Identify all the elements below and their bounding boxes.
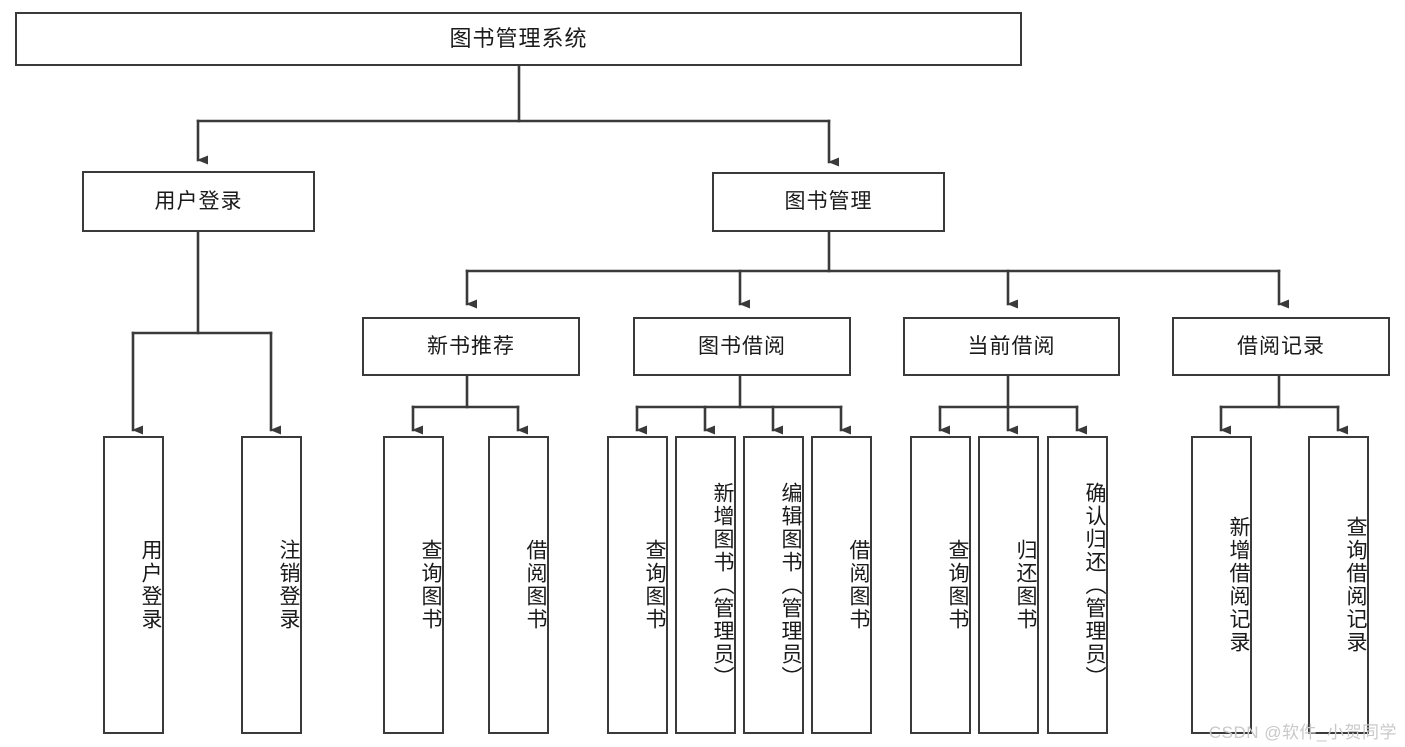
node-label: 图书借阅 (698, 334, 786, 358)
node-borrowing-record[interactable]: 借阅记录 (1172, 317, 1390, 376)
node-label: 用户登录 (154, 189, 243, 213)
node-label: 查询图书 (419, 539, 442, 631)
node-label: 查询图书 (946, 539, 969, 631)
node-label: 编辑图书（管理员） (779, 481, 802, 689)
leaf-user-login[interactable]: 用户登录 (103, 436, 164, 734)
leaf-record-add-borrow-record[interactable]: 新增借阅记录 (1191, 436, 1252, 734)
leaf-borrowing-query-book[interactable]: 查询图书 (607, 436, 668, 734)
node-label: 图书管理系统 (449, 25, 588, 51)
node-label: 查询借阅记录 (1344, 516, 1367, 654)
node-label: 新书推荐 (427, 334, 515, 358)
node-label: 用户登录 (139, 539, 162, 631)
node-current-borrowing[interactable]: 当前借阅 (903, 317, 1120, 376)
leaf-current-query-book[interactable]: 查询图书 (910, 436, 971, 734)
node-label: 注销登录 (277, 539, 300, 631)
leaf-borrowing-add-book-admin[interactable]: 新增图书（管理员） (675, 436, 736, 734)
leaf-recommendation-query-book[interactable]: 查询图书 (383, 436, 444, 734)
node-book-borrowing[interactable]: 图书借阅 (633, 317, 851, 376)
node-new-book-recommendation[interactable]: 新书推荐 (362, 317, 580, 376)
node-label: 借阅记录 (1237, 334, 1325, 358)
leaf-user-logout[interactable]: 注销登录 (241, 436, 302, 734)
node-label: 新增图书（管理员） (711, 481, 734, 689)
leaf-record-query-borrow-record[interactable]: 查询借阅记录 (1308, 436, 1369, 734)
node-label: 归还图书 (1014, 539, 1037, 631)
csdn-watermark: CSDN @软件_小贺同学 (1208, 723, 1397, 742)
leaf-recommendation-borrow-book[interactable]: 借阅图书 (488, 436, 549, 734)
leaf-current-confirm-return-admin[interactable]: 确认归还（管理员） (1047, 436, 1108, 734)
node-label: 查询图书 (643, 539, 666, 631)
node-label: 新增借阅记录 (1227, 516, 1250, 654)
node-label: 图书管理 (784, 190, 873, 214)
node-user-login[interactable]: 用户登录 (82, 171, 315, 232)
node-label: 借阅图书 (847, 539, 870, 631)
node-book-management[interactable]: 图书管理 (712, 172, 945, 232)
node-label: 当前借阅 (967, 334, 1056, 358)
node-root-system[interactable]: 图书管理系统 (15, 12, 1022, 66)
node-label: 借阅图书 (524, 539, 547, 631)
leaf-current-return-book[interactable]: 归还图书 (978, 436, 1039, 734)
leaf-borrowing-lend-book[interactable]: 借阅图书 (811, 436, 872, 734)
leaf-borrowing-edit-book-admin[interactable]: 编辑图书（管理员） (743, 436, 804, 734)
node-label: 确认归还（管理员） (1083, 481, 1106, 689)
